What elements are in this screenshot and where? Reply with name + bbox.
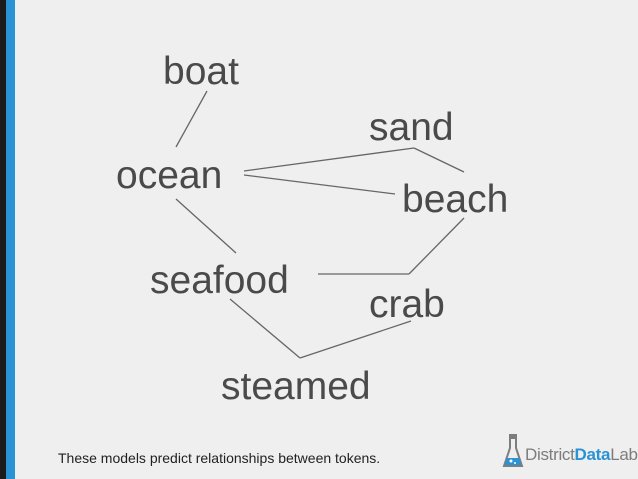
edge-sand-beach [413, 147, 465, 173]
caption: These models predict relationships betwe… [58, 450, 381, 466]
edge-steamed-crab [299, 320, 412, 359]
edge-ocean-beach [243, 174, 396, 195]
word-steamed: steamed [221, 365, 371, 408]
word-crab: crab [369, 283, 445, 326]
logo-wordmark: DistrictDataLabs [525, 445, 638, 465]
edge-beach-crab [408, 217, 465, 275]
edge-ocean-seafood [175, 198, 237, 254]
flask-icon [502, 434, 524, 467]
left-edge-bar [0, 0, 6, 479]
logo-text-data: Data [574, 445, 611, 464]
left-accent-bar [6, 0, 15, 479]
word-beach: beach [402, 178, 509, 221]
edge-seafood-steamed [229, 298, 301, 359]
district-data-labs-logo: DistrictDataLabs [502, 432, 638, 472]
word-boat: boat [163, 50, 239, 93]
edge-boat-ocean [175, 90, 208, 148]
word-sand: sand [369, 106, 454, 149]
logo-text-district: District [525, 445, 575, 464]
word-seafood: seafood [150, 259, 289, 302]
edge-ocean-sand [243, 147, 415, 172]
logo-text-labs: Labs [610, 445, 638, 464]
word-ocean: ocean [116, 154, 223, 197]
